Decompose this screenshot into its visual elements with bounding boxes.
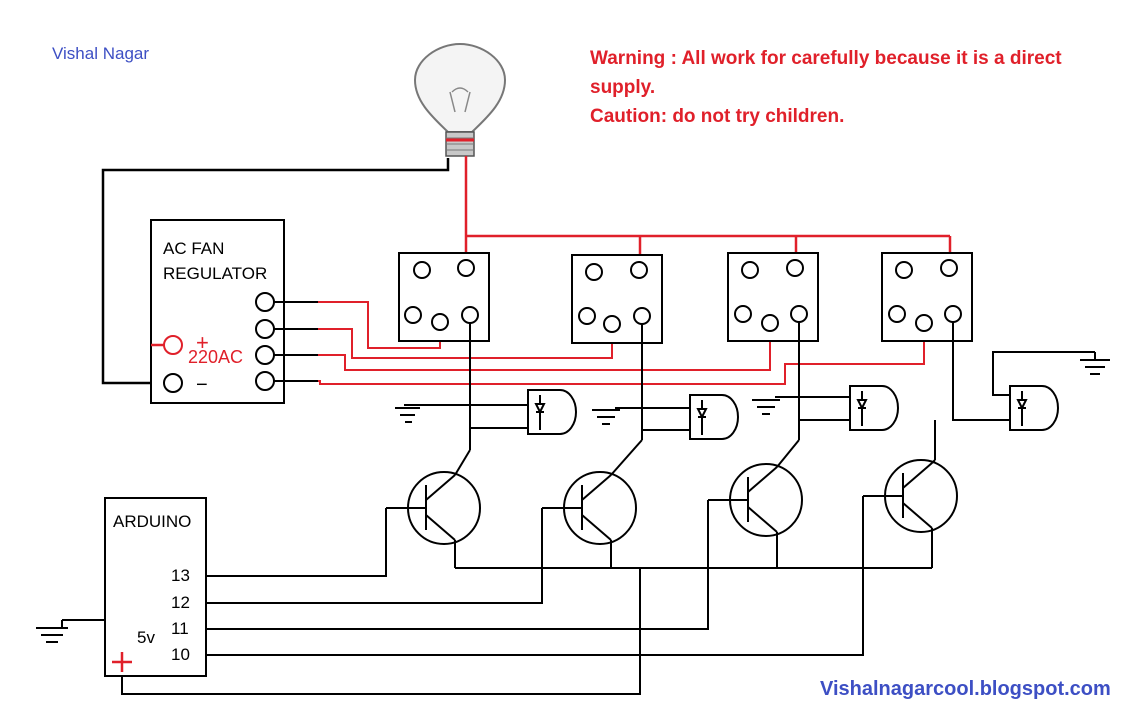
optocoupler-icon xyxy=(420,389,577,435)
arduino-pin-13: 13 xyxy=(171,566,190,585)
arduino-pin-10: 10 xyxy=(171,645,190,664)
ground-icon xyxy=(395,404,420,423)
regulator-label-line2: REGULATOR xyxy=(163,264,268,283)
light-bulb-icon xyxy=(413,42,507,157)
arduino-board xyxy=(104,497,207,677)
ground-icon xyxy=(1080,352,1110,375)
relay-icon xyxy=(881,252,973,342)
npn-transistor-icon xyxy=(708,439,803,568)
npn-transistor-icon xyxy=(863,459,958,568)
regulator-voltage: 220AC xyxy=(188,347,244,367)
regulator-label-line1: AC FAN xyxy=(163,239,225,258)
arduino-pin-12: 12 xyxy=(171,593,190,612)
relay-icon xyxy=(571,254,663,344)
relay-icon xyxy=(727,252,819,342)
ground-icon xyxy=(752,399,780,415)
regulator-plus: + xyxy=(196,330,209,355)
warning-text: Warning : All work for carefully because… xyxy=(590,44,1130,131)
optocoupler-icon xyxy=(775,385,899,431)
author-name: Vishal Nagar xyxy=(52,44,150,63)
ground-icon xyxy=(592,409,620,425)
caution-line: Caution: do not try children. xyxy=(590,106,845,127)
arduino-label: ARDUINO xyxy=(113,512,192,531)
optocoupler-icon xyxy=(992,351,1095,431)
arduino-5v-label: 5v xyxy=(137,628,155,647)
npn-transistor-icon xyxy=(386,449,481,568)
regulator-minus: − xyxy=(196,374,208,396)
arduino-pin-11: 11 xyxy=(171,619,189,638)
optocoupler-icon xyxy=(615,394,739,440)
neutral-wire xyxy=(101,158,450,385)
blog-url: Vishalnagarcool.blogspot.com xyxy=(820,678,1111,700)
warning-line: Warning : All work for carefully because… xyxy=(590,48,1062,98)
relay-icon xyxy=(398,252,490,342)
regulator-label: AC FAN REGULATOR xyxy=(163,236,267,286)
npn-transistor-icon xyxy=(542,439,643,568)
